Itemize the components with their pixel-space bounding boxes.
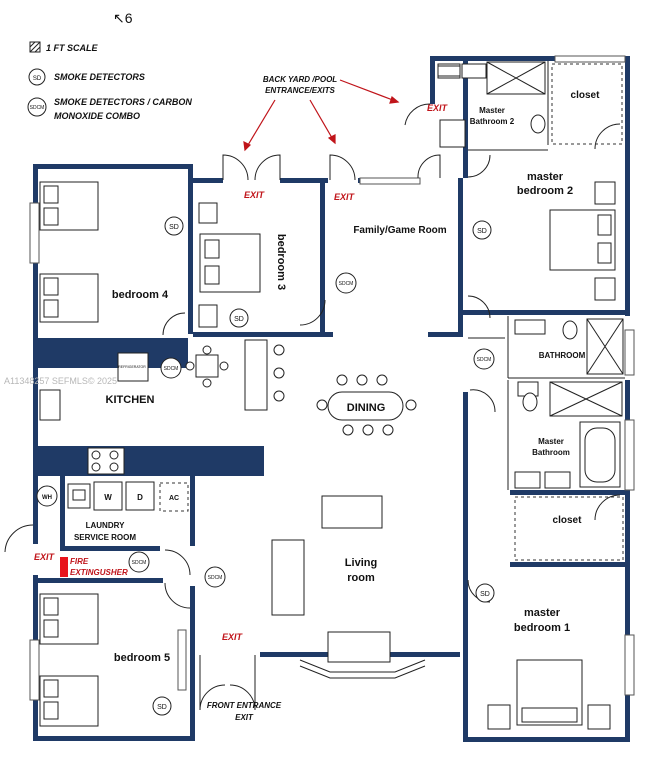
smoke-co-detector-icon: SDCM [160,357,182,379]
room-master-2-line1: master [527,171,564,183]
svg-text:SDCM: SDCM [164,366,179,372]
smoke-co-detector-icon: SDCM [128,551,150,573]
room-closet-upper: closet [571,90,601,101]
room-master-1-line1: master [524,607,561,619]
legend-combo-1: SMOKE DETECTORS / CARBON [54,97,192,107]
svg-text:SDCM: SDCM [208,575,223,581]
svg-text:SDCM: SDCM [339,281,354,287]
ac-label: AC [169,495,179,502]
smoke-co-detector-icon: SDCM [473,348,495,370]
room-living-line2: room [347,572,375,584]
backyard-callout-1: BACK YARD /POOL [263,75,337,84]
smoke-detector-icon: SD [164,216,184,236]
fire-extinguisher-label-1: FIRE [70,557,89,566]
arrow-icon [243,79,400,152]
smoke-detector-icon: SD [152,696,172,716]
windows [29,55,635,701]
smoke-co-detector-icon: SDCM [204,566,226,588]
smoke-co-detector-icon: SDCM [335,272,357,294]
svg-text:SD: SD [477,228,487,235]
room-bathroom: BATHROOM [539,351,586,360]
refrigerator-label: REFRIGERATOR [118,365,146,369]
room-living-line1: Living [345,557,377,569]
smoke-detector-icon: SD [472,220,492,240]
smoke-co-detector-icon: SDCM [27,97,47,117]
smoke-detector-icon: SD [229,308,249,328]
fire-extinguisher-icon [60,557,68,577]
bed-bedroom3 [198,202,261,328]
dining-table [316,374,417,436]
svg-text:SD: SD [234,316,244,323]
room-bedroom-5: bedroom 5 [114,652,170,664]
room-dining: DINING [347,402,386,414]
bed-master1 [487,659,611,730]
laundry-fixtures [36,481,155,511]
living-furniture [271,495,426,679]
svg-text:SDCM: SDCM [477,357,492,363]
exit-bedroom-3: EXIT [244,190,266,200]
water-heater-label: WH [42,495,52,501]
front-entrance-label-1: FRONT ENTRANCE [207,701,282,710]
bed-master2 [549,181,616,301]
exit-master-bath-2: EXIT [427,103,449,113]
room-master-bath-2-line2: Bathroom 2 [470,117,515,126]
room-master-bath-line2: Bathroom [532,448,570,457]
bed-bedroom4 [39,181,99,323]
svg-text:SD: SD [157,704,167,711]
legend-smoke: SMOKE DETECTORS [54,72,145,82]
legend: 1 FT SCALE SD SMOKE DETECTORS SDCM SMOKE… [27,41,192,121]
kitchen-fixtures [39,339,285,475]
closet-outlines [159,63,624,561]
washer-label: W [104,493,112,502]
room-laundry-line1: LAUNDRY [86,521,125,530]
svg-text:SD: SD [33,76,42,82]
smoke-detector-icon: SD [475,583,495,603]
svg-text:SDCM: SDCM [132,560,147,566]
smoke-detector-icon: SD [28,68,46,86]
room-bedroom-4: bedroom 4 [112,289,169,301]
svg-text:SD: SD [169,224,179,231]
compass-icon: ↖6 [113,10,133,26]
bed-bedroom5 [39,593,99,727]
room-closet-lower: closet [553,515,583,526]
walls [33,56,630,742]
exit-front: EXIT [222,632,244,642]
legend-combo-2: MONOXIDE COMBO [54,111,140,121]
fire-extinguisher-label-2: EXTINGUSHER [70,568,128,577]
exit-laundry: EXIT [34,552,56,562]
room-laundry-line2: SERVICE ROOM [74,533,136,542]
room-master-bath-2-line1: Master [479,106,505,115]
svg-text:SDCM: SDCM [30,105,45,111]
bathroom-fixtures [117,61,624,489]
room-bedroom-3: bedroom 3 [275,234,287,290]
room-family: Family/Game Room [353,225,446,236]
backyard-callout-2: ENTRANCE/EXITS [265,86,335,95]
room-master-bath-line1: Master [538,437,564,446]
watermark: A11348257 SEFMLS© 2025 [4,376,117,386]
exit-family: EXIT [334,192,356,202]
legend-scale: 1 FT SCALE [46,43,99,53]
room-kitchen: KITCHEN [106,394,155,406]
front-entrance-label-2: EXIT [235,713,254,722]
svg-text:↖6: ↖6 [113,10,133,26]
dryer-label: D [137,493,143,502]
doors [4,103,621,711]
interior-partitions [468,61,625,490]
room-master-1-line2: bedroom 1 [514,622,570,634]
svg-text:SD: SD [480,591,490,598]
room-master-2-line2: bedroom 2 [517,185,573,197]
